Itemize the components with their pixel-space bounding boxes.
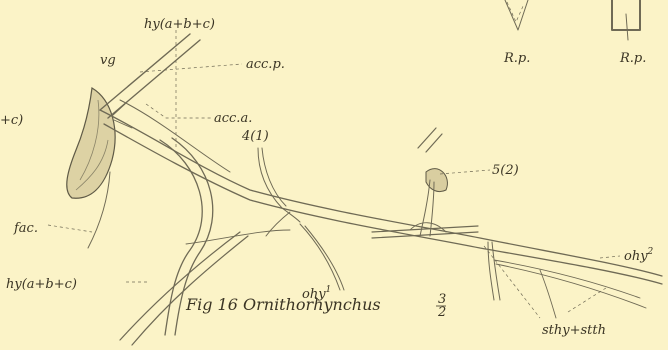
label-vg: vg <box>100 53 116 68</box>
label-rp1: R.p. <box>503 51 530 66</box>
label-ohy2: ohy2 <box>624 247 654 264</box>
label-fac: fac. <box>13 221 38 236</box>
ganglion-vg <box>67 88 115 198</box>
hypoglossal-lower <box>120 230 290 345</box>
label-sthy: sthy+stth <box>542 323 606 338</box>
label-acc-p: acc.p. <box>246 57 285 72</box>
rp-structures <box>505 0 640 40</box>
branch-ohy1 <box>300 224 344 290</box>
figure-caption: Fig 16 Ornithorhynchus <box>185 295 381 314</box>
label-rp2: R.p. <box>619 51 646 66</box>
label-hy-bottom: hy(a+b+c) <box>6 277 77 292</box>
label-n5: 5(2) <box>492 163 519 178</box>
structure-5 <box>410 128 447 236</box>
main-trunk <box>100 34 662 284</box>
label-hy-top: hy(a+b+c) <box>144 17 215 32</box>
label-n4: 4(1) <box>241 129 269 144</box>
branch-4 <box>258 148 300 236</box>
scale-denominator: 2 <box>437 305 446 320</box>
label-left-fragment: +c) <box>0 113 23 128</box>
label-acc-a: acc.a. <box>214 111 252 126</box>
